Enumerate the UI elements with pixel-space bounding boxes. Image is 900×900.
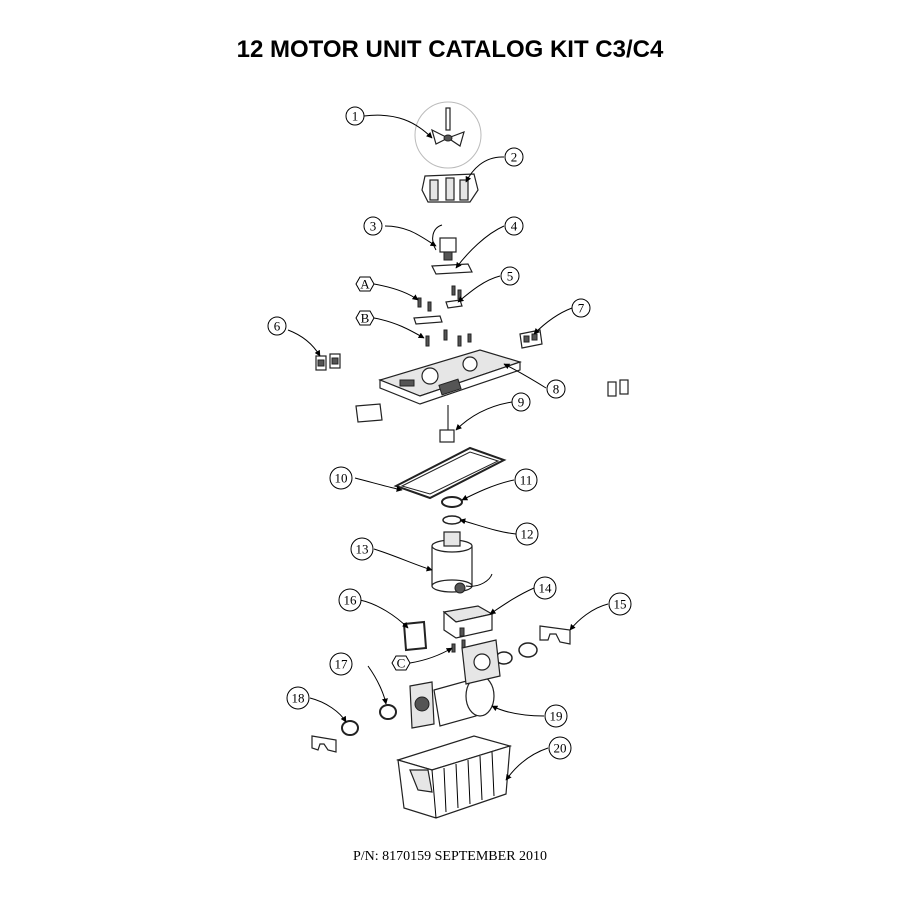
part-12-washer — [442, 515, 462, 525]
callout-3: 3 — [363, 216, 383, 236]
part-20-housing — [395, 735, 513, 819]
part-4-bracket — [431, 263, 473, 275]
callout-12: 12 — [515, 522, 539, 546]
svg-text:1: 1 — [352, 109, 359, 124]
callout-7: 7 — [571, 298, 591, 318]
svg-text:A: A — [360, 277, 370, 292]
svg-text:17: 17 — [335, 657, 349, 672]
svg-text:8: 8 — [553, 382, 560, 397]
screws-b — [413, 315, 472, 347]
svg-text:7: 7 — [578, 301, 585, 316]
svg-text:B: B — [361, 311, 370, 326]
ring-right — [495, 642, 538, 665]
part-14-motor-bracket — [442, 605, 494, 639]
screws-a — [417, 285, 462, 312]
extra-connectors — [355, 379, 629, 423]
callout-2: 2 — [504, 147, 524, 167]
callout-11: 11 — [514, 468, 538, 492]
page-title: 12 MOTOR UNIT CATALOG KIT C3/C4 — [236, 36, 664, 63]
part-15-clip — [539, 625, 571, 645]
callout-10: 10 — [329, 466, 353, 490]
callout-9: 9 — [511, 392, 531, 412]
callout-4: 4 — [504, 216, 524, 236]
callout-18: 18 — [286, 686, 310, 710]
svg-text:19: 19 — [550, 709, 563, 724]
part-9-wire-harness — [439, 405, 455, 443]
callout-1: 1 — [345, 106, 365, 126]
svg-text:11: 11 — [520, 473, 533, 488]
svg-text:9: 9 — [518, 395, 525, 410]
svg-text:4: 4 — [511, 219, 518, 234]
part-2-fan-housing — [421, 173, 479, 203]
svg-text:C: C — [397, 656, 406, 671]
svg-text:18: 18 — [292, 691, 305, 706]
callout-16: 16 — [338, 588, 362, 612]
callout-19: 19 — [544, 704, 568, 728]
part-18-ring-clip — [311, 720, 359, 753]
part-19-pump-assembly — [409, 639, 501, 729]
part-6-connector — [315, 353, 341, 371]
part-17-ring — [379, 704, 397, 720]
svg-text:10: 10 — [335, 471, 348, 486]
svg-text:3: 3 — [370, 219, 377, 234]
callout-A: A — [355, 276, 375, 292]
part-11-o-ring — [441, 496, 463, 508]
svg-text:5: 5 — [507, 269, 514, 284]
part-7-connector — [519, 329, 543, 349]
callout-6: 6 — [267, 316, 287, 336]
svg-text:12: 12 — [521, 527, 534, 542]
callout-20: 20 — [548, 736, 572, 760]
callout-17: 17 — [329, 652, 353, 676]
callout-14: 14 — [533, 576, 557, 600]
svg-text:15: 15 — [614, 597, 627, 612]
callout-C: C — [391, 655, 411, 671]
part-8-control-board — [378, 349, 522, 405]
svg-text:20: 20 — [554, 741, 567, 756]
part-16-seal — [402, 620, 428, 652]
svg-text:13: 13 — [356, 542, 369, 557]
svg-text:14: 14 — [539, 581, 553, 596]
callout-13: 13 — [350, 537, 374, 561]
callout-B: B — [355, 310, 375, 326]
leader-lines — [287, 114, 609, 781]
part-3-sensor-cable — [432, 224, 457, 261]
part-10-gasket — [393, 446, 507, 500]
callout-5: 5 — [500, 266, 520, 286]
part-13-motor — [431, 531, 493, 594]
callout-15: 15 — [608, 592, 632, 616]
svg-text:6: 6 — [274, 319, 281, 334]
svg-text:16: 16 — [344, 593, 358, 608]
part-number-footer: P/N: 8170159 SEPTEMBER 2010 — [352, 849, 548, 864]
callout-8: 8 — [546, 379, 566, 399]
svg-text:2: 2 — [511, 150, 518, 165]
part-1-fan — [414, 101, 482, 169]
